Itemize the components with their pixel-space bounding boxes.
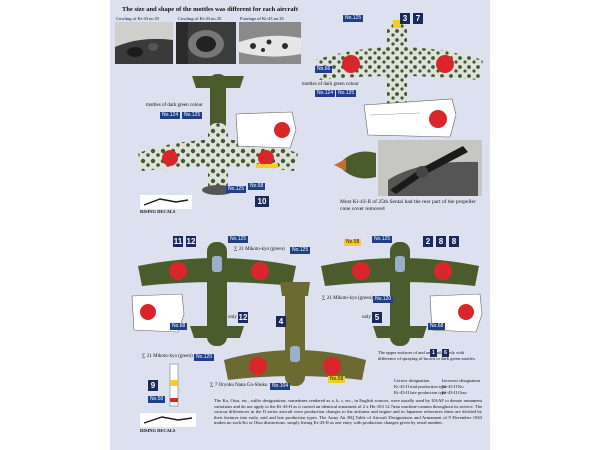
spinner-diagram — [334, 151, 376, 179]
badge-3: 3 — [400, 13, 410, 24]
ref-tag-125-g: No.125 — [372, 236, 393, 243]
ref-tag-120-b: No.120 — [194, 354, 215, 361]
badge-8: 8 — [436, 236, 446, 247]
plane-4-top-view — [224, 282, 366, 386]
plane-10-hinomaru-right — [258, 150, 274, 166]
ref-tag-68: No.68 — [170, 323, 188, 330]
badge-6: 6 — [442, 349, 449, 357]
badge-8-b: 8 — [449, 236, 459, 247]
plane-10-fuselage — [208, 123, 228, 193]
ref-tag-125-e: No.125 — [228, 236, 249, 243]
plane-10-hinomaru-left — [162, 150, 178, 166]
ref-tag-124-b: No.124 — [315, 90, 336, 97]
plane-2-8-hinomaru-left — [352, 262, 370, 280]
plane-10-tailplane — [192, 76, 244, 88]
label-oryoku: ∑ 7 Oryoku Nana Go-Shoku — [210, 383, 268, 388]
photo-cowling-35-image — [176, 22, 236, 64]
photo-cowling-55-image — [115, 22, 173, 64]
side-tail-detail — [169, 363, 179, 407]
label-only-1: only — [228, 315, 237, 320]
photo-fuselage-35 — [239, 22, 301, 64]
photo-caption-2: Cowling of Ki-43 no.35 — [178, 16, 222, 21]
badge-1: 1 — [430, 349, 437, 357]
brand-name-top: RISING DECALS — [140, 209, 176, 214]
ref-tag-58-a: No.58 — [248, 183, 266, 190]
plane-3-7-hinomaru-left — [342, 55, 360, 73]
ref-tag-125-f: No.125 — [290, 247, 311, 254]
badge-11: 11 — [173, 236, 183, 247]
label-mikoto-1: ∑ 21 Mikoto-kyo (green) — [234, 247, 285, 252]
ref-tag-125-b: No.125 — [226, 186, 247, 193]
brand-logo-bottom-icon — [140, 413, 196, 427]
brand-name-bottom: RISING DECALS — [140, 428, 176, 433]
label-most-ki43: Most Ki-43-II of 25th Sentai had the rea… — [340, 199, 476, 212]
ref-tag-58-c: No.58 — [328, 376, 346, 383]
wing-underside-detail — [363, 98, 457, 138]
badge-12: 12 — [186, 236, 196, 247]
ref-tag-66: No.66 — [315, 66, 333, 73]
badge-4: 4 — [276, 316, 286, 327]
upper-surfaces-note: The upper surfaces of and are similar, o… — [378, 350, 476, 361]
plane-2-8-hinomaru-right — [434, 262, 452, 280]
label-mottles-2: mottles of dark green colour — [302, 82, 359, 87]
photo-caption-3: Fuselage of Ki-43 no.35 — [240, 16, 284, 21]
decal-instruction-sheet: The size and shape of the mottles was di… — [110, 0, 490, 450]
label-mikoto-2: ∑ 21 Mikoto-kyo (green) — [322, 296, 373, 301]
badge-5: 5 — [372, 312, 382, 323]
wing-upper-detail — [235, 111, 297, 149]
designation-body-text: The Ko, Otsu, etc., suffix designations,… — [214, 398, 482, 426]
brand-logo-bottom — [140, 413, 196, 427]
table-row2-col1: Ki-43-II late production type — [394, 390, 447, 395]
ref-tag-50: No.50 — [148, 396, 166, 403]
ref-tag-125-d: No.125 — [336, 90, 357, 97]
ref-tag-104: No.104 — [270, 383, 291, 390]
plane-10-rear-fuselage — [210, 74, 226, 134]
label-mikoto-3: ∑ 21 Mikoto-kyo (green) — [142, 354, 193, 359]
photo-cowling-35 — [176, 22, 236, 64]
photo-fuselage-35-image — [239, 22, 301, 64]
ref-tag-125-a: No.125 — [182, 112, 203, 119]
photo-cowling-55 — [115, 22, 173, 64]
plane-4-hinomaru-right — [323, 357, 341, 375]
plane-2-8-top-view — [321, 242, 479, 346]
propeller-photo — [378, 140, 482, 196]
brand-logo-top — [140, 195, 192, 209]
brand-logo-top-icon — [140, 195, 192, 209]
label-only-2: only — [362, 315, 371, 320]
ref-tag-68-b: No.68 — [428, 323, 446, 330]
table-row1-col1: Ki-43-II mid production type — [394, 384, 447, 389]
sheet-title: The size and shape of the mottles was di… — [122, 6, 299, 13]
badge-2: 2 — [423, 236, 433, 247]
ref-tag-124-a: No.124 — [160, 112, 181, 119]
badge-9: 9 — [148, 380, 158, 391]
wing-detail-right — [429, 293, 483, 333]
plane-4-hinomaru-left — [249, 357, 267, 375]
propeller-photo-image — [378, 140, 482, 196]
plane-10-wing-id-band — [256, 164, 278, 168]
plane-11-12-hinomaru-left — [169, 262, 187, 280]
plane-3-7-hinomaru-right — [436, 55, 454, 73]
table-row1-col2: Ki-43-II Ko — [442, 384, 464, 389]
plane-3-7-fuselage — [387, 22, 407, 112]
plane-11-12-tailplane — [190, 326, 244, 338]
photo-caption-1: Cowling of Ki-43 no.55 — [116, 16, 160, 21]
plane-10-top-view — [138, 74, 298, 195]
plane-11-12-hinomaru-right — [251, 262, 269, 280]
ref-tag-120-a: No.120 — [373, 296, 394, 303]
plane-2-8-tailplane — [373, 326, 427, 338]
table-col2-title: Incorrect designation — [442, 378, 481, 383]
ref-tag-58-b: No.58 — [344, 239, 362, 246]
plane-3-7-view — [315, 20, 483, 112]
badge-12-b: 12 — [238, 312, 248, 323]
plane-11-12-top-view — [138, 242, 296, 346]
table-col1-title: Correct designation — [394, 378, 430, 383]
badge-10: 10 — [255, 196, 269, 207]
badge-7: 7 — [413, 13, 423, 24]
ref-tag-125-c: No.125 — [343, 15, 364, 22]
label-mottles-1: mottles of dark green colour — [146, 103, 203, 108]
table-row2-col2: Ki-43-II Otsu — [442, 390, 467, 395]
